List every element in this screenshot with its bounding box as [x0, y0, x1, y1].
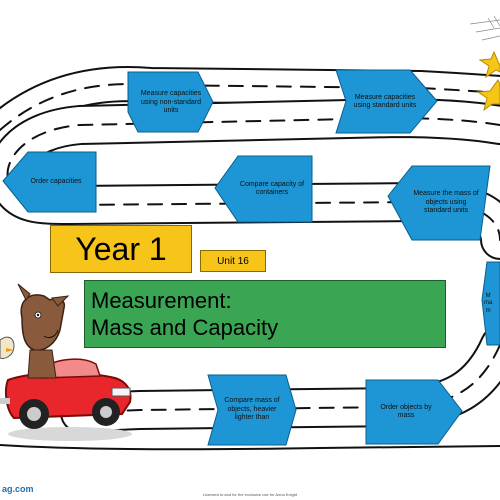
publisher-logo-fragment: ag.com [2, 484, 34, 494]
sign-measure-mass-standard: Measure the mass of objects using standa… [406, 170, 486, 236]
sign-compare-capacity: Compare capacity of containers [232, 160, 312, 218]
year-label: Year 1 [75, 230, 167, 267]
sign-shape-1 [127, 71, 214, 133]
sign-shapes [2, 69, 500, 446]
sign-order-capacities: Order capacities [18, 155, 94, 209]
sign-shape-3 [2, 151, 97, 213]
sign-label: Compare capacity of containers [239, 180, 305, 196]
sign-order-objects-by-mass: Order objects by mass [368, 384, 444, 440]
sign-label: Measure capacities using standard units [353, 93, 417, 109]
sign-label: Order capacities [30, 177, 82, 185]
sign-label: Order objects by mass [380, 403, 432, 419]
sign-partial-offscreen: M ma m [484, 272, 500, 336]
donkey-icon [0, 283, 70, 379]
topic-line-2: Mass and Capacity [91, 315, 279, 340]
unit-label: Unit 16 [217, 255, 249, 267]
sign-measure-capacities-standard: Measure capacities using standard units [344, 76, 426, 128]
topic-box: Measurement: Mass and Capacity [84, 280, 446, 348]
sign-shape-6 [207, 374, 297, 446]
sign-measure-capacities-non-standard: Measure capacities using non-standard un… [130, 78, 212, 128]
license-footer: Licensed to and for the exclusive use fo… [202, 492, 298, 497]
sign-shape-4 [214, 155, 313, 223]
sign-label: M ma m [484, 293, 493, 314]
year-box: Year 1 [50, 225, 192, 273]
sign-shape-5 [387, 165, 491, 241]
sign-label: Measure the mass of objects using standa… [413, 190, 479, 215]
unit-box: Unit 16 [200, 250, 266, 272]
sign-shape-7 [365, 379, 463, 445]
sign-shape-partial [481, 261, 500, 346]
sign-label: Compare mass of objects, heavier lighter… [224, 397, 280, 422]
sign-compare-mass: Compare mass of objects, heavier lighter… [214, 380, 290, 440]
sign-shape-2 [335, 69, 438, 134]
topic-line-1: Measurement: [91, 287, 232, 313]
sign-label: Measure capacities using non-standard un… [140, 90, 202, 115]
car-icon [0, 358, 132, 441]
sparkle-lines-icon [469, 15, 500, 41]
